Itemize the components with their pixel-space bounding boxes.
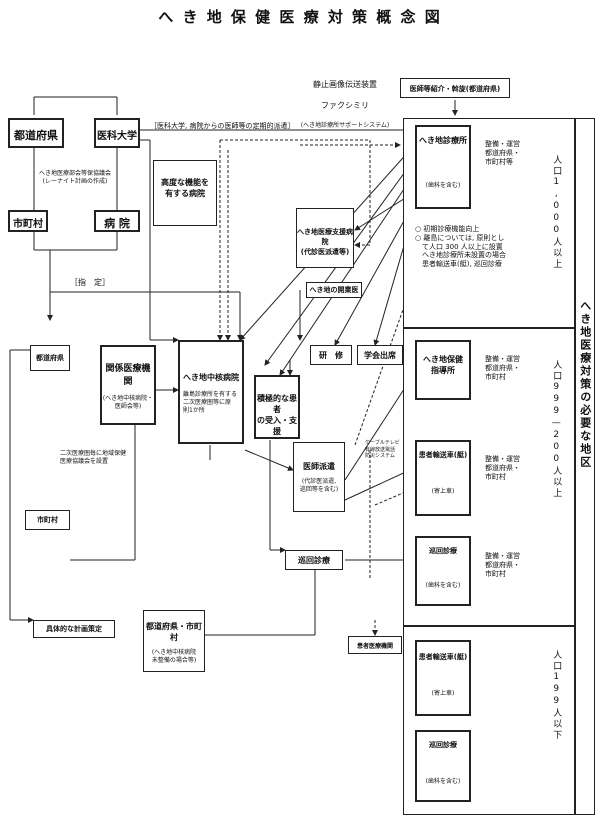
shichoson-box: 市町村: [8, 210, 48, 232]
todofuken-box: 都道府県: [8, 118, 64, 148]
yuso1-box: 患者輸送車(艇) (寄上車): [415, 440, 471, 516]
yuso2-box: 患者輸送車(艇) (寄上車): [415, 640, 471, 716]
notes1-text: ○ 初期診療機能向上 ○ 離島については, 原則とし て人口 300 人以上に設…: [415, 225, 506, 268]
hoken-box: へき地保健 指導所: [415, 340, 471, 400]
ishi-shokai-box: 医師等紹介・斡旋(都道府県): [400, 78, 510, 98]
ika-daigaku-box: 医科大学: [94, 118, 140, 148]
page-title: へ き 地 保 健 医 療 対 策 概 念 図: [158, 8, 442, 26]
shichoson2-box: 市町村: [25, 510, 70, 530]
shinryojo-box: へき地診療所 (歯科を含む): [415, 125, 471, 209]
kenshu-box: 研 修: [310, 345, 352, 365]
kankei-box: 関係医療機関 (へき地中核病院・ 医師会等): [100, 345, 156, 425]
seibi4-text: 整備・運営 都道府県・ 市町村: [485, 552, 520, 578]
dispatch-label: ［医科大学, 病院からの医師等の定期的派遣］: [150, 122, 295, 130]
haken-box: 医師派遣 (代診医派遣, 巡回等を含む): [293, 442, 345, 512]
gutaiteki-box: 具体的な計画策定: [33, 620, 115, 638]
todo-shi-box: 都道府県・市町村 (へき地中核病院 未整備の場合等): [143, 610, 205, 672]
chukaku-box: へき地中核病院 離島診療所を有する 二次医療圏等に原 則1か所: [178, 340, 244, 444]
niji-note: 二次医療圏毎に地域保健 医療協議会を設置: [60, 450, 127, 465]
kanja-iryo-box: 患者医療機関: [348, 636, 402, 654]
population-1: 人口1,000人以上: [551, 155, 562, 270]
shitei-label: ［指 定］: [70, 278, 110, 287]
population-2: 人口999—200人以上: [551, 360, 562, 499]
todofuken2-box: 都道府県: [30, 345, 70, 371]
seibi1-text: 整備・運営 都道府県・ 市町村等: [485, 140, 520, 166]
junkai1-box: 巡回診療 (歯科を含む): [415, 536, 471, 606]
byoin-box: 病 院: [94, 210, 140, 232]
gakkai-box: 学会出席: [357, 345, 403, 365]
junkai-center-box: 巡回診療: [285, 550, 343, 570]
seibi2-text: 整備・運営 都道府県・ 市町村: [485, 355, 520, 381]
fax-system-label: 静止画像伝送装置 ファクシミリ (へき地診療所サポートシステム): [300, 80, 390, 129]
telecare-label: ケーブルテレビ 有線放送電話 防災システム: [365, 440, 400, 459]
population-3: 人口199人以下: [551, 650, 562, 741]
shien-box: へき地医療支援病院 (代診医派遣等): [296, 208, 354, 268]
side-label: へき地医療対策の必要な地区: [578, 300, 592, 469]
kenkyo-note: へき地医療部会等保協議会 (レーナイト計画の作成): [38, 170, 111, 185]
junkai2-box: 巡回診療 (歯科を含む): [415, 730, 471, 802]
kaigyo-box: へき地の開業医: [306, 282, 362, 298]
sekkyoku-box: 積極的な患者 の受入・支援: [254, 375, 300, 439]
koudo-box: 高度な機能を 有する病院: [153, 160, 217, 226]
seibi3-text: 整備・運営 都道府県・ 市町村: [485, 455, 520, 481]
side-column: [575, 118, 595, 815]
